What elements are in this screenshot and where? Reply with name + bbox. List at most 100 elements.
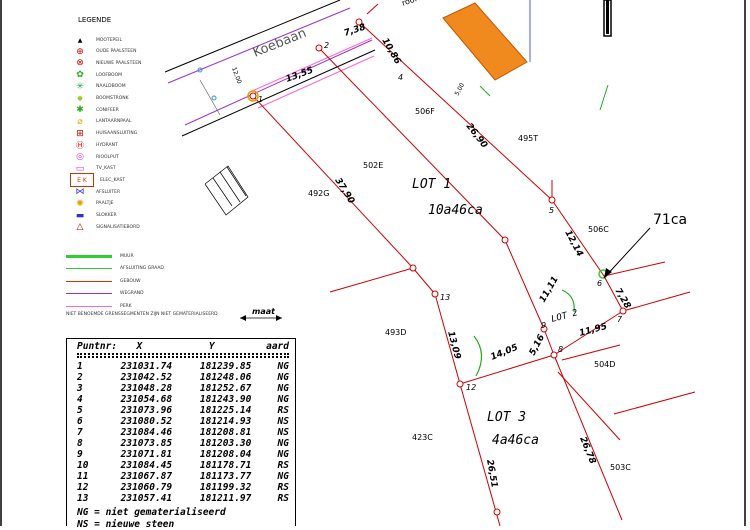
dimension-label: 12,14 — [562, 229, 584, 259]
point-label: 6 — [597, 279, 602, 288]
legend-item-label: ELEC_KAST — [100, 177, 126, 183]
cell-x: 231067.87 — [120, 471, 173, 482]
lot3-name: LOT 3 — [487, 410, 526, 425]
point-label: 7 — [617, 315, 623, 324]
house-connection-icon: ⊞ — [76, 128, 84, 139]
dimension-label: 7,38 — [343, 22, 367, 38]
point-label: 4 — [398, 73, 403, 82]
legend-item-label: LOOFBOOM — [96, 72, 122, 78]
dimension-label: 37,90 — [332, 176, 356, 205]
sewer-pit-icon: ◎ — [76, 152, 84, 162]
parcel-label: 492G — [308, 189, 329, 198]
dimension-label: 11,95 — [578, 322, 608, 339]
cell-aard: NG — [277, 383, 289, 394]
street — [164, 0, 376, 137]
point-label: 2 — [324, 41, 329, 50]
legend-note: NIET BENOEMDE GRENSSEGMENTEN ZIJN NIET G… — [66, 312, 218, 317]
cell-y: 181178.71 — [199, 460, 252, 471]
legend-line-label: PERK — [120, 303, 132, 309]
cell-puntnr: 5 — [77, 405, 83, 416]
dimension-label: 14,05 — [489, 343, 519, 363]
north-arrow — [603, 0, 612, 37]
legend-item: ⋈AFSLUITER — [70, 186, 121, 198]
cell-puntnr: 4 — [77, 394, 83, 405]
dimension-label: 26,51 — [484, 459, 499, 489]
cell-puntnr: 1 — [77, 361, 83, 372]
cell-aard: NG — [277, 449, 289, 460]
cell-aard: RS — [277, 482, 289, 493]
cell-aard: NS — [277, 427, 289, 438]
legend-item-label: OUDE PAALSTEEN — [96, 49, 137, 55]
legend-item: ⊗NIEUWE PAALSTEEN — [70, 57, 141, 69]
cell-y: 181243.90 — [199, 394, 252, 405]
hatched-structure — [204, 165, 249, 216]
cell-y: 181208.04 — [199, 449, 252, 460]
sign-icon: △ — [76, 222, 84, 233]
legend-item-label: HUISAANSLUITING — [96, 131, 138, 137]
cell-puntnr: 6 — [77, 416, 83, 427]
legend-item-label: MOOTEPEIL — [96, 37, 122, 43]
legend-item: ⌀LANTAARNPAAL — [70, 116, 131, 128]
dimension-label: 5,16 — [528, 333, 547, 357]
legend-item: △SIGNALISATIEBORD — [70, 221, 140, 233]
cell-aard: NG — [277, 372, 289, 383]
drain-icon: ▬ — [75, 210, 85, 221]
dimension-label: 26,90 — [464, 122, 489, 151]
cell-puntnr: 3 — [77, 383, 83, 394]
cell-puntnr: 7 — [77, 427, 83, 438]
footnote-ng: NG = niet gematerialiseerd — [77, 507, 226, 518]
legend-item: ✳NAALDBOOM — [70, 81, 125, 93]
orange-building — [442, 2, 528, 81]
legend-item: ✿LOOFBOOM — [70, 69, 122, 81]
cell-x: 231080.52 — [120, 416, 173, 427]
parcel-label: 493D — [385, 328, 406, 337]
lot3-area: 4a46ca — [492, 433, 539, 448]
arc-arrow-icon — [473, 335, 483, 377]
corner-label: rooi — [401, 0, 418, 8]
cell-y: 181203.30 — [199, 438, 252, 449]
lamp-post-icon — [247, 90, 259, 102]
legend-item-label: SLOKKER — [96, 213, 117, 218]
cell-aard: NG — [277, 471, 289, 482]
legend-item: ⊕ OUDE PAALSTEEN — [70, 46, 136, 58]
legend-line-item: GEBOUW — [66, 277, 141, 285]
street-width: 12,00 — [230, 66, 243, 85]
cell-y: 181239.85 — [199, 361, 252, 372]
point-label: 13 — [440, 293, 450, 302]
arrow-5m-icon — [479, 85, 491, 97]
header-puntnr: Puntnr: — [77, 341, 118, 352]
dimension-label: 10,86 — [379, 37, 402, 67]
parcel-label: 502E — [363, 161, 383, 170]
legend-item: ▬ SLOKKER — [70, 210, 117, 222]
cell-x: 231084.46 — [120, 427, 173, 438]
callout-label: 71ca — [653, 212, 687, 228]
legend-item: ⊞ HUISAANSLUITING — [70, 128, 137, 140]
parcel-label: 504D — [594, 360, 615, 369]
tree-stump-icon: ● — [77, 95, 83, 102]
height-marker-icon: ▲ — [77, 36, 83, 44]
cell-puntnr: 8 — [77, 438, 83, 449]
legend-item-label: NIEUWE PAALSTEEN — [96, 60, 142, 66]
cell-x: 231084.45 — [120, 460, 173, 471]
header-x: X — [136, 341, 143, 352]
cell-y: 181214.93 — [199, 416, 252, 427]
parcel-boundaries — [252, 3, 696, 526]
cell-y: 181248.06 — [199, 372, 252, 383]
cell-puntnr: 10 — [77, 460, 89, 471]
cell-aard: RS — [277, 460, 289, 471]
footnote-ns: NS = nieuwe steen — [77, 519, 175, 530]
old-boundary-stone-icon: ⊕ — [76, 46, 84, 57]
legend-item: ▲ MOOTEPEIL — [70, 34, 122, 46]
line-swatch — [66, 268, 112, 269]
dimension-5m: 5,00 — [454, 82, 467, 97]
line-swatch — [66, 293, 112, 294]
legend-item-label: CONIFEER — [96, 107, 119, 113]
point-label: 12 — [466, 383, 476, 392]
point-label: 1 — [258, 95, 263, 104]
